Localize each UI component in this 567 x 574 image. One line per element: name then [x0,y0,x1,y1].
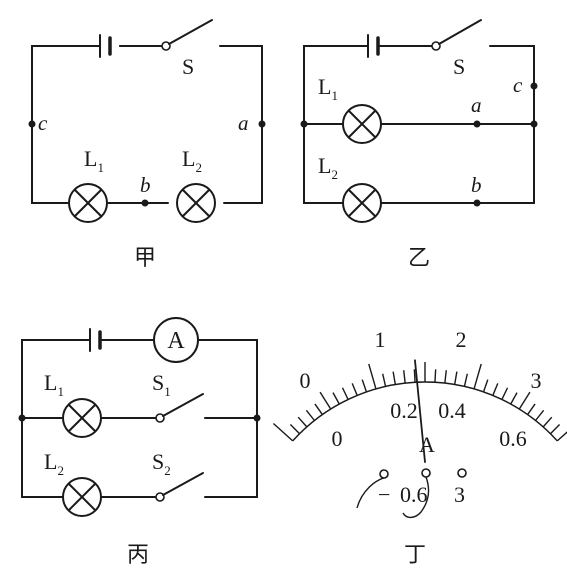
inner-scale-0: 0 [332,426,343,451]
caption-jia: 甲 [134,246,156,271]
dial-arc [292,381,558,442]
point-a-label: a [471,93,482,117]
dial-tick [272,422,294,442]
point-b-label: b [140,173,151,197]
dial-tick [518,391,531,410]
caption-yi: 乙 [408,246,430,271]
diagram-bing: A L1 L2 S1 S2 丙 [18,317,261,568]
switch-s2-blade[interactable] [162,472,204,496]
lamp-l1-label: L1 [44,370,64,399]
lead-wire-right [402,476,430,519]
dial-tick [403,370,406,384]
point-b [141,199,149,207]
point-a [258,120,266,128]
dial-tick [361,379,368,393]
dial-needle [414,359,426,463]
dial-tick [297,416,308,428]
outer-scale-1: 1 [375,327,386,352]
dial-tick [482,379,489,393]
lamp-l2 [342,183,382,223]
junction-right [530,120,538,128]
point-c-label: c [513,73,523,97]
lamp-l1 [62,398,102,438]
dial-tick [542,416,553,428]
caption-bing: 丙 [127,543,149,568]
terminal-0.6-label: 0.6 [400,482,428,507]
dial-tick [453,371,458,385]
terminal-minus [379,469,389,479]
diagram-yi: S c a b L1 L2 乙 [300,19,538,271]
junction-right [253,414,261,422]
switch-label: S [453,54,465,79]
dial-tick [501,387,509,400]
dial-tick [527,403,536,415]
switch-label: S [182,54,194,79]
dial-tick [332,392,340,405]
lamp-l1-label: L1 [318,74,338,103]
lamp-l2 [176,183,216,223]
dial-tick [463,373,468,387]
lamp-l1-label: L1 [84,146,104,175]
terminal-3-label: 3 [454,482,465,507]
terminal-3 [457,468,467,478]
outer-scale-2: 2 [456,327,467,352]
point-c [530,82,538,90]
lamp-l2-label: L2 [182,146,202,175]
diagram-jia: S c a b L1 L2 甲 [28,19,266,271]
lamp-l2 [62,477,102,517]
outer-scale-3: 3 [531,368,542,393]
dial-tick [413,369,416,383]
junction-left [300,120,308,128]
switch-s1-blade[interactable] [162,393,204,417]
dial-tick [549,423,561,435]
switch-s-blade[interactable] [168,19,213,45]
dial-tick [289,423,301,435]
terminal-0.6 [421,468,431,478]
dial-tick [351,383,358,396]
lamp-l1 [342,104,382,144]
lamp-l1 [68,183,108,223]
point-a-label: a [238,111,249,135]
dial-tick [319,391,332,410]
point-c-label: c [38,111,48,135]
dial-tick [510,392,518,405]
lamp-l2-label: L2 [318,153,338,182]
dial-tick [314,403,323,415]
dial-tick [444,370,447,384]
dial-tick [473,363,482,390]
junction-left [18,414,26,422]
dial-tick [382,373,387,387]
diagram-ding: 0 1 2 3 0 0.2 0.4 0.6 A − 0.6 3 丁 [272,327,567,568]
dial-scale-arc [272,362,567,442]
dial-tick [535,409,545,421]
caption-ding: 丁 [404,543,426,568]
dial-tick [368,363,377,390]
switch-s2-label: S2 [152,449,171,478]
dial-tick [434,369,437,383]
dial-tick [492,383,499,396]
dial-tick [341,387,349,400]
lead-wire-left [356,477,385,509]
dial-tick [305,409,315,421]
ammeter-label: A [167,328,185,354]
point-b [473,199,481,207]
switch-s1-label: S1 [152,370,171,399]
inner-scale-0.4: 0.4 [438,398,466,423]
point-b-label: b [471,173,482,197]
terminal-minus-label: − [378,482,390,507]
point-c [28,120,36,128]
switch-s-blade[interactable] [438,19,482,45]
ammeter: A [153,317,199,363]
lamp-l2-label: L2 [44,449,64,478]
inner-scale-0.2: 0.2 [390,398,418,423]
unit-label: A [419,432,435,457]
point-a [473,120,481,128]
dial-tick [392,371,397,385]
inner-scale-0.6: 0.6 [499,426,527,451]
outer-scale-0: 0 [300,368,311,393]
